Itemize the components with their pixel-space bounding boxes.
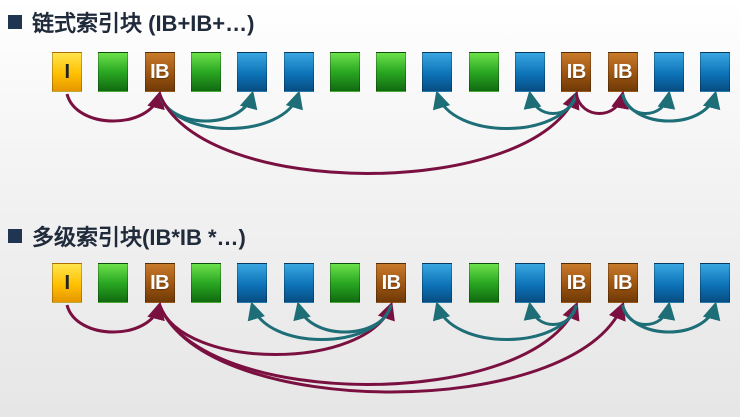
data-block-blue xyxy=(700,263,731,303)
index-pointer-arrow xyxy=(158,301,580,386)
data-block-blue xyxy=(237,263,268,303)
data-block-green xyxy=(468,263,499,303)
index-block: IB xyxy=(144,52,175,92)
data-block-green xyxy=(329,263,360,303)
data-block-green xyxy=(98,263,129,303)
multilevel-index-heading: 多级索引块(IB*IB *…) xyxy=(8,220,246,252)
data-block-blue xyxy=(237,52,268,92)
data-block-green xyxy=(468,52,499,92)
data-block-blue xyxy=(653,52,684,92)
inode-block: I xyxy=(52,263,82,303)
data-pointer-arrow xyxy=(432,90,578,130)
data-pointer-arrow xyxy=(621,90,676,115)
multilevel-index-row: I IB IB IB IB xyxy=(0,263,740,303)
chained-index-title: 链式索引块 (IB+IB+…) xyxy=(32,11,255,36)
index-pointer-arrow xyxy=(158,301,626,394)
data-pointer-arrow xyxy=(293,301,393,334)
index-block: IB xyxy=(607,52,638,92)
index-block: IB xyxy=(144,263,175,303)
data-block-blue xyxy=(515,52,545,92)
data-pointer-arrow xyxy=(523,90,578,115)
data-block-green xyxy=(376,52,407,92)
index-pointer-arrow xyxy=(65,90,165,123)
bullet-square-icon xyxy=(8,229,22,243)
data-pointer-arrow xyxy=(621,301,676,326)
data-block-blue xyxy=(700,52,731,92)
index-block: IB xyxy=(561,263,592,303)
index-pointer-arrow xyxy=(158,90,580,175)
index-pointer-arrow xyxy=(158,301,395,356)
inode-block: I xyxy=(52,52,82,92)
data-block-blue xyxy=(653,263,684,303)
data-block-green xyxy=(190,52,221,92)
index-pointer-arrow xyxy=(65,301,165,334)
data-block-blue xyxy=(422,52,453,92)
index-block: IB xyxy=(376,263,407,303)
index-pointer-arrow xyxy=(574,90,629,115)
data-block-green xyxy=(329,52,360,92)
data-pointer-arrow xyxy=(158,90,258,123)
data-pointer-arrow xyxy=(432,301,578,341)
data-pointer-arrow xyxy=(621,90,721,123)
bullet-square-icon xyxy=(8,15,22,29)
multilevel-index-title: 多级索引块(IB*IB *…) xyxy=(32,225,246,250)
data-pointer-arrow xyxy=(523,301,578,326)
data-block-blue xyxy=(283,263,314,303)
chained-index-row: I IB IB IB xyxy=(0,52,740,92)
data-pointer-arrow xyxy=(247,301,393,341)
data-block-blue xyxy=(283,52,314,92)
data-pointer-arrow xyxy=(621,301,721,334)
index-block: IB xyxy=(561,52,592,92)
index-block: IB xyxy=(607,263,638,303)
data-block-blue xyxy=(422,263,453,303)
chained-index-heading: 链式索引块 (IB+IB+…) xyxy=(8,6,254,38)
data-pointer-arrow xyxy=(158,90,303,130)
data-block-green xyxy=(190,263,221,303)
data-block-blue xyxy=(515,263,545,303)
data-block-green xyxy=(98,52,129,92)
